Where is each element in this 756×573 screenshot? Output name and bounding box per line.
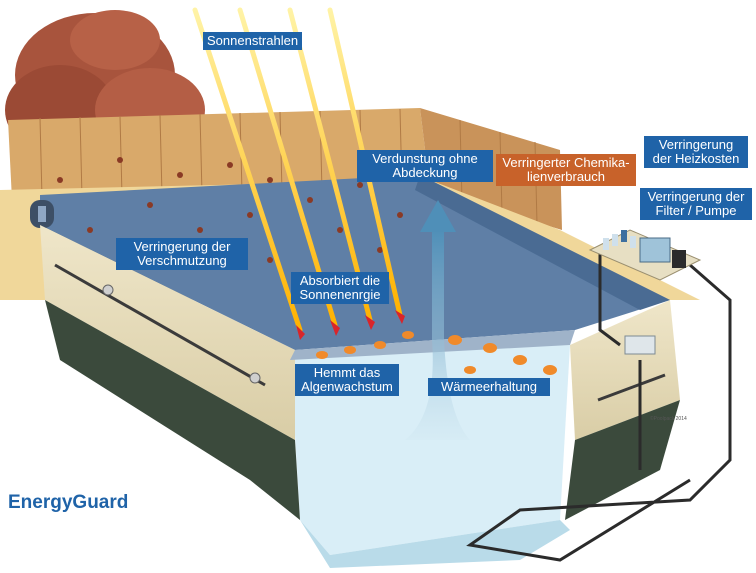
label-heizkosten-line2: der Heizkosten bbox=[652, 151, 740, 166]
label-verschmutzung-line2: Verschmutzung bbox=[137, 253, 227, 268]
evaporation-arrow bbox=[405, 200, 470, 440]
label-verschmutzung-line1: Verringerung der bbox=[133, 239, 231, 254]
label-heizkosten: Verringerung der Heizkosten bbox=[644, 136, 748, 168]
brand-title: EnergyGuard bbox=[8, 492, 129, 513]
pool-water bbox=[290, 345, 570, 555]
label-sonnenenergie-line2: Sonnenenrgie bbox=[299, 287, 381, 302]
pool-wall-left bbox=[40, 225, 295, 440]
label-verdunstung: Verdunstung ohne Abdeckung bbox=[357, 150, 493, 182]
label-filter-line2: Filter / Pumpe bbox=[655, 203, 737, 218]
ray-arrowheads bbox=[296, 310, 405, 340]
label-sonnenenergie-line1: Absorbiert die bbox=[299, 273, 381, 288]
leaves bbox=[57, 157, 403, 263]
pool-wall-right bbox=[570, 300, 680, 440]
label-heizkosten-line1: Verringerung bbox=[658, 137, 734, 152]
label-filter-line1: Verringerung der bbox=[647, 189, 745, 204]
label-algen: Hemmt das Algenwachstum bbox=[295, 364, 399, 396]
label-chemikalien-line2: lienverbrauch bbox=[526, 169, 606, 184]
label-verschmutzung: Verringerung der Verschmutzung bbox=[116, 238, 248, 270]
cover-reel bbox=[30, 200, 54, 228]
label-verdunstung-line2: Abdeckung bbox=[392, 165, 458, 180]
label-sonnenstrahlen: Sonnenstrahlen bbox=[203, 32, 303, 50]
equipment-shelf bbox=[588, 229, 702, 355]
label-waerme: Wärmeerhaltung bbox=[428, 378, 550, 396]
label-verdunstung-line1: Verdunstung ohne bbox=[372, 151, 478, 166]
label-chemikalien: Verringerter Chemika- lienverbrauch bbox=[496, 154, 636, 186]
label-sonnenenergie: Absorbiert die Sonnenenrgie bbox=[291, 272, 389, 304]
label-algen-line1: Hemmt das bbox=[313, 365, 381, 380]
pipes bbox=[466, 250, 732, 562]
copyright-text: ©Poolpack 2014 bbox=[650, 416, 687, 422]
label-chemikalien-line1: Verringerter Chemika- bbox=[502, 155, 630, 170]
label-algen-line2: Algenwachstum bbox=[301, 379, 393, 394]
label-filter: Verringerung der Filter / Pumpe bbox=[640, 188, 752, 220]
